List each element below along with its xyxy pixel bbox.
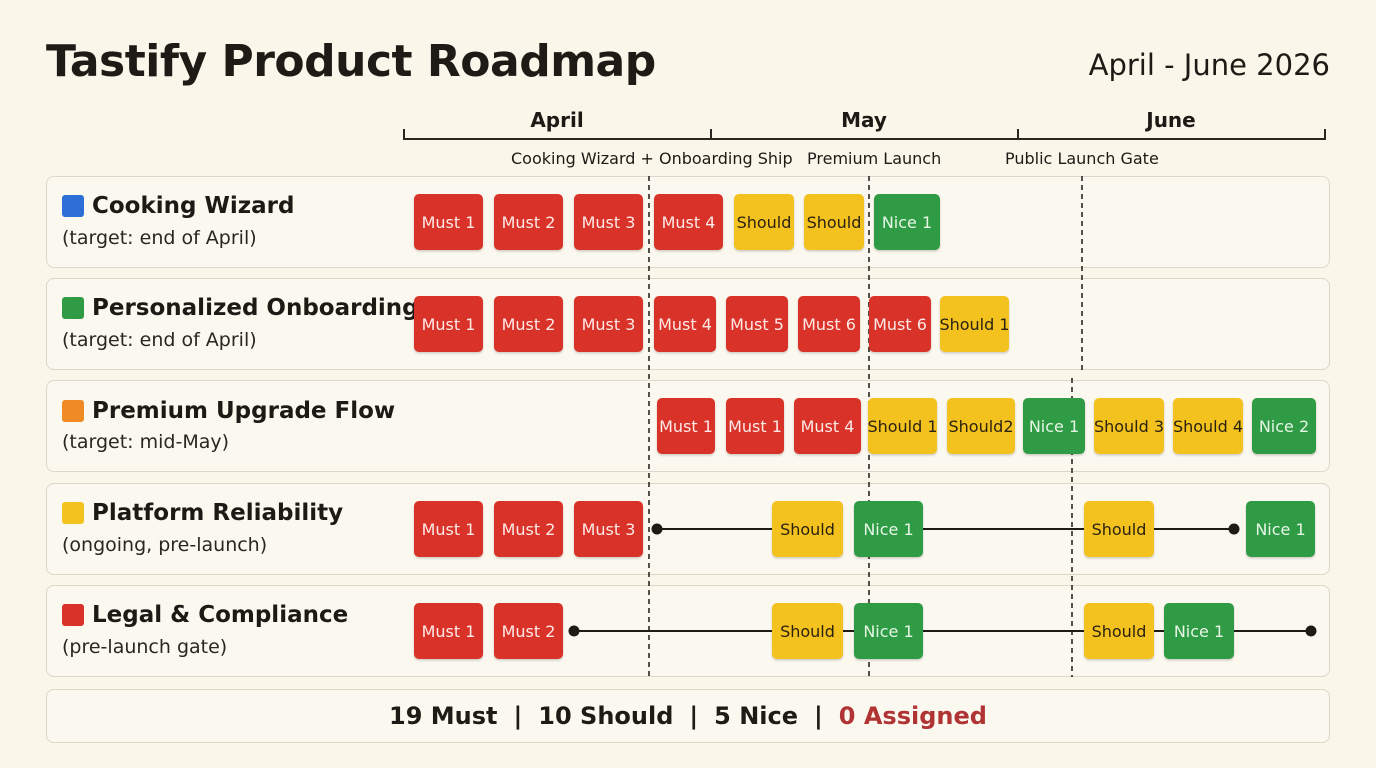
summary-nice: 5 Nice bbox=[714, 702, 799, 730]
summary-separator: | bbox=[814, 702, 823, 730]
summary-separator: | bbox=[513, 702, 523, 730]
row-name: Platform Reliability bbox=[92, 500, 344, 526]
row-name: Personalized Onboarding bbox=[92, 295, 419, 321]
row-subtitle: (target: end of April) bbox=[62, 329, 257, 351]
task-chip-must[interactable]: Must 3 bbox=[574, 501, 643, 557]
task-chip-must[interactable]: Must 1 bbox=[414, 603, 483, 659]
task-chip-must[interactable]: Must 1 bbox=[414, 194, 483, 250]
task-chip-should[interactable]: Should bbox=[1084, 603, 1154, 659]
task-chip-should[interactable]: Should bbox=[772, 501, 843, 557]
task-chip-nice[interactable]: Nice 1 bbox=[1023, 398, 1085, 454]
task-chip-should[interactable]: Should 3 bbox=[1094, 398, 1164, 454]
task-chip-must[interactable]: Must 4 bbox=[794, 398, 861, 454]
task-chip-must[interactable]: Must 3 bbox=[574, 296, 643, 352]
milestone-label-ship: Cooking Wizard + Onboarding Ship bbox=[511, 149, 793, 168]
color-swatch bbox=[62, 297, 84, 319]
task-chip-nice[interactable]: Nice 1 bbox=[854, 603, 923, 659]
task-chip-must[interactable]: Must 3 bbox=[574, 194, 643, 250]
task-chip-must[interactable]: Must 1 bbox=[726, 398, 784, 454]
row-subtitle: (ongoing, pre-launch) bbox=[62, 534, 268, 556]
task-chip-nice[interactable]: Nice 1 bbox=[1246, 501, 1315, 557]
row-subtitle: (target: mid-May) bbox=[62, 431, 230, 453]
task-chip-must[interactable]: Must 5 bbox=[726, 296, 788, 352]
row-title-premium-upgrade-flow: Premium Upgrade Flow bbox=[62, 398, 395, 424]
summary-should: 10 Should bbox=[538, 702, 674, 730]
task-chip-must[interactable]: Must 2 bbox=[494, 501, 563, 557]
milestone-label-public: Public Launch Gate bbox=[1005, 149, 1159, 168]
task-chip-must[interactable]: Must 4 bbox=[654, 194, 723, 250]
milestone-label-premium: Premium Launch bbox=[807, 149, 942, 168]
summary-assigned: 0 Assigned bbox=[838, 702, 987, 730]
row-subtitle: (pre-launch gate) bbox=[62, 636, 228, 658]
row-name: Premium Upgrade Flow bbox=[92, 398, 396, 424]
summary-must: 19 Must bbox=[389, 702, 498, 730]
task-chip-must[interactable]: Must 6 bbox=[869, 296, 931, 352]
row-title-platform-reliability: Platform Reliability bbox=[62, 500, 343, 526]
row-title-cooking-wizard: Cooking Wizard bbox=[62, 193, 294, 219]
task-chip-should[interactable]: Should 1 bbox=[939, 296, 1010, 352]
task-chip-must[interactable]: Must 1 bbox=[414, 501, 483, 557]
month-label-april: April bbox=[530, 108, 584, 132]
task-chip-must[interactable]: Must 6 bbox=[798, 296, 860, 352]
color-swatch bbox=[62, 195, 84, 217]
task-chip-should[interactable]: Should bbox=[772, 603, 843, 659]
task-chip-should[interactable]: Should 1 bbox=[867, 398, 938, 454]
task-chip-must[interactable]: Must 4 bbox=[654, 296, 716, 352]
task-chip-nice[interactable]: Nice 1 bbox=[874, 194, 940, 250]
row-title-personalized-onboarding: Personalized Onboarding bbox=[62, 295, 419, 321]
page-title: Tastify Product Roadmap bbox=[46, 36, 656, 87]
month-label-june: June bbox=[1146, 108, 1196, 132]
task-chip-must[interactable]: Must 2 bbox=[494, 194, 563, 250]
row-name: Legal & Compliance bbox=[92, 602, 349, 628]
task-chip-should[interactable]: Should bbox=[804, 194, 864, 250]
summary-bar: 19 Must | 10 Should | 5 Nice | 0 Assigne… bbox=[46, 689, 1330, 743]
task-chip-nice[interactable]: Nice 2 bbox=[1252, 398, 1316, 454]
task-chip-nice[interactable]: Nice 1 bbox=[854, 501, 923, 557]
task-chip-should[interactable]: Should bbox=[734, 194, 794, 250]
row-subtitle: (target: end of April) bbox=[62, 227, 257, 249]
task-chip-must[interactable]: Must 2 bbox=[494, 296, 563, 352]
date-range: April - June 2026 bbox=[1088, 48, 1330, 82]
task-chip-must[interactable]: Must 1 bbox=[414, 296, 483, 352]
color-swatch bbox=[62, 604, 84, 626]
summary-separator: | bbox=[689, 702, 699, 730]
row-title-legal-compliance: Legal & Compliance bbox=[62, 602, 348, 628]
task-chip-should[interactable]: Should bbox=[1084, 501, 1154, 557]
task-chip-should[interactable]: Should 4 bbox=[1173, 398, 1243, 454]
row-name: Cooking Wizard bbox=[92, 193, 295, 219]
color-swatch bbox=[62, 502, 84, 524]
month-label-may: May bbox=[841, 108, 887, 132]
color-swatch bbox=[62, 400, 84, 422]
task-chip-must[interactable]: Must 1 bbox=[657, 398, 715, 454]
task-chip-nice[interactable]: Nice 1 bbox=[1164, 603, 1234, 659]
task-chip-should[interactable]: Should2 bbox=[947, 398, 1015, 454]
task-chip-must[interactable]: Must 2 bbox=[494, 603, 563, 659]
